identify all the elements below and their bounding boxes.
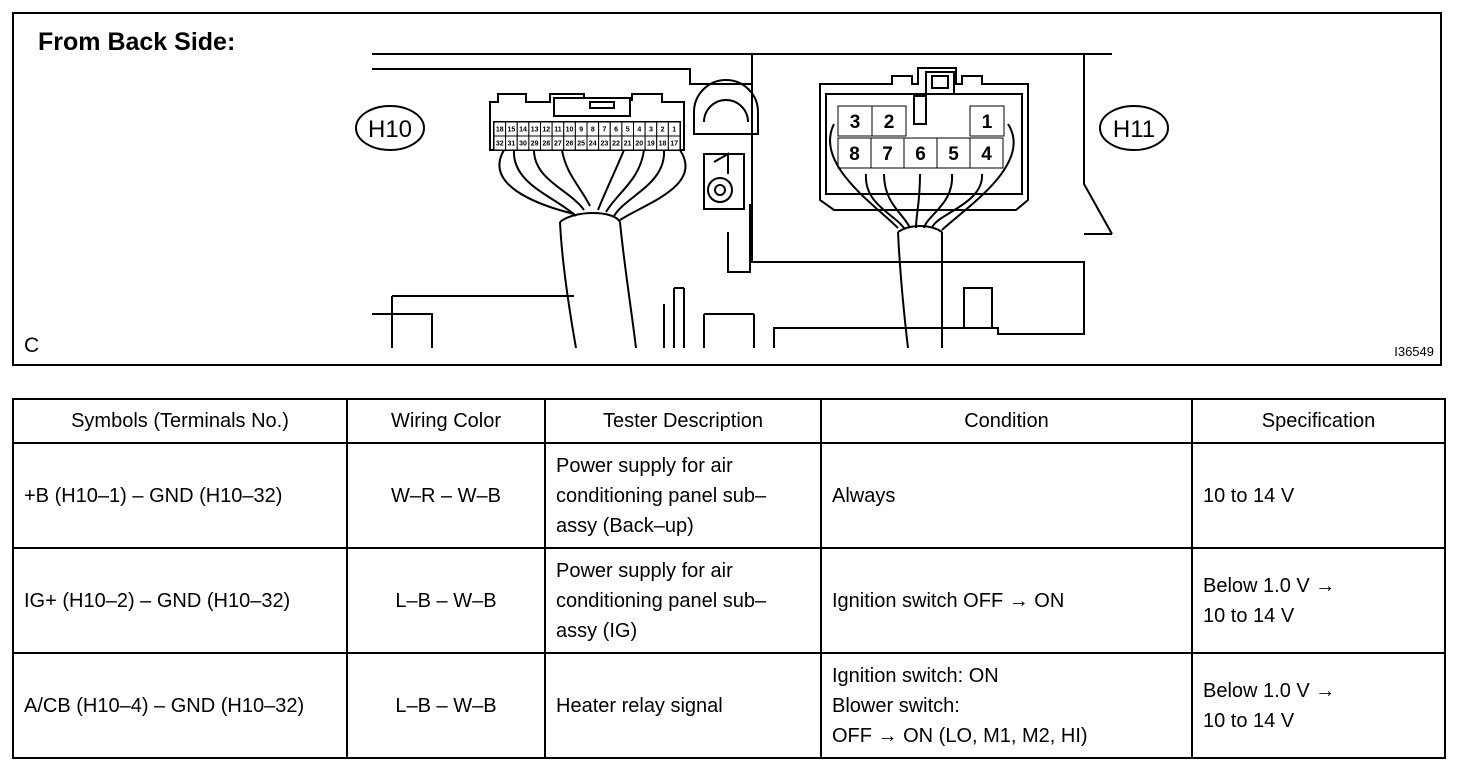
figure-corner-label: C [24,334,40,357]
wiring-cell: W–R – W–B [346,442,546,549]
h11-pin-label: 6 [915,144,926,165]
h11-pin-label: 7 [882,144,893,165]
h10-pin-label: 5 [626,127,630,134]
h11-pin-cell [837,105,873,137]
spec-line: 10 to 14 V [1203,709,1295,732]
condition-cell: Ignition switch: ON Blower switch: OFF →… [820,652,1193,759]
h10-pin-label: 18 [659,141,667,148]
h11-pin-label: 3 [850,112,861,133]
description-line: Heater relay signal [556,694,723,717]
description-line: conditioning panel sub– [556,484,767,507]
spec-cell: 10 to 14 V [1191,442,1446,549]
h11-pin-label: 5 [948,144,959,165]
header-tester-description: Tester Description [544,398,822,444]
spec-line: 10 to 14 V [1203,484,1295,507]
h11-pin-label: 1 [982,112,993,133]
spec-table: Symbols (Terminals No.) Wiring Color Tes… [12,398,1446,759]
condition-line: Ignition switch OFF → ON [832,589,1065,612]
h10-pin-label: 29 [531,141,539,148]
description-line: conditioning panel sub– [556,589,767,612]
spec-cell: Below 1.0 V → 10 to 14 V [1191,547,1446,654]
h11-pin-cell [871,105,907,137]
h10-pin-label: 17 [670,141,678,148]
spec-line: Below 1.0 V → [1203,574,1336,597]
h10-pin-label: 26 [566,141,574,148]
h10-pin-label: 12 [542,127,550,134]
h10-pin-label: 10 [566,127,574,134]
h10-pin-label: 25 [577,141,585,148]
condition-line: Ignition switch: ON [832,664,999,687]
symbol-cell: +B (H10–1) – GND (H10–32) [12,442,348,549]
h10-pin-label: 20 [635,141,643,148]
figure-code: I36549 [1394,344,1434,359]
description-cell: Power supply for air conditioning panel … [544,442,822,549]
h11-pin-cell [969,105,1005,137]
h10-pin-label: 27 [554,141,562,148]
h10-pin-label: 1 [672,127,676,134]
h10-pin-label: 21 [624,141,632,148]
h10-pin-label: 30 [519,141,527,148]
h10-label: H10 [368,116,412,143]
h10-pin-label: 32 [496,141,504,148]
description-line: assy (IG) [556,619,638,642]
h10-pin-label: 7 [602,127,606,134]
h10-pin-label: 19 [647,141,655,148]
h11-pin-label: 8 [849,144,860,165]
h11-pin-label: 4 [981,144,992,165]
h10-pin-label: 22 [612,141,620,148]
h10-pin-label: 4 [637,127,641,134]
h10-pin-label: 18 [496,127,504,134]
h10-pin-label: 11 [554,127,562,134]
spec-cell: Below 1.0 V → 10 to 14 V [1191,652,1446,759]
description-cell: Power supply for air conditioning panel … [544,547,822,654]
condition-cell: Ignition switch OFF → ON [820,547,1193,654]
description-line: Power supply for air [556,559,733,582]
condition-line: Always [832,484,896,507]
header-specification: Specification [1191,398,1446,444]
h11-pin-label: 2 [884,112,895,133]
h10-pin-label: 23 [601,141,609,148]
h11-pin-grid: 3 2 1 8 7 6 5 4 [837,105,1005,169]
h11-pin-cell [969,137,1004,169]
spec-line: Below 1.0 V → [1203,679,1336,702]
table-row: +B (H10–1) – GND (H10–32) W–R – W–B Powe… [12,442,1446,549]
h10-pin-label: 31 [508,141,516,148]
h10-pin-label: 3 [649,127,653,134]
table-row: A/CB (H10–4) – GND (H10–32) L–B – W–B He… [12,652,1446,759]
condition-line: Blower switch: [832,694,960,717]
symbol-cell: A/CB (H10–4) – GND (H10–32) [12,652,348,759]
header-symbols: Symbols (Terminals No.) [12,398,348,444]
h10-pin-label: 14 [519,127,527,134]
h10-pin-cell [667,135,681,151]
h10-pin-label: 2 [661,127,665,134]
h10-pin-label: 13 [531,127,539,134]
wiring-cell: L–B – W–B [346,547,546,654]
condition-cell: Always [820,442,1193,549]
spec-line: 10 to 14 V [1203,604,1295,627]
h10-pin-label: 6 [614,127,618,134]
h10-pin-label: 15 [508,127,516,134]
h10-pin-label: 28 [542,141,550,148]
figure-title: From Back Side: [38,28,236,56]
table-header-row: Symbols (Terminals No.) Wiring Color Tes… [12,398,1446,444]
description-line: Power supply for air [556,454,733,477]
h10-pin-label: 24 [589,141,597,148]
header-wiring-color: Wiring Color [346,398,546,444]
description-line: assy (Back–up) [556,514,694,537]
wiring-cell: L–B – W–B [346,652,546,759]
h10-pin-label: 8 [591,127,595,134]
h11-label: H11 [1113,116,1155,143]
header-condition: Condition [820,398,1193,444]
condition-line: OFF → ON (LO, M1, M2, HI) [832,724,1088,747]
description-cell: Heater relay signal [544,652,822,759]
symbol-cell: IG+ (H10–2) – GND (H10–32) [12,547,348,654]
table-row: IG+ (H10–2) – GND (H10–32) L–B – W–B Pow… [12,547,1446,654]
h10-pin-label: 9 [579,127,583,134]
